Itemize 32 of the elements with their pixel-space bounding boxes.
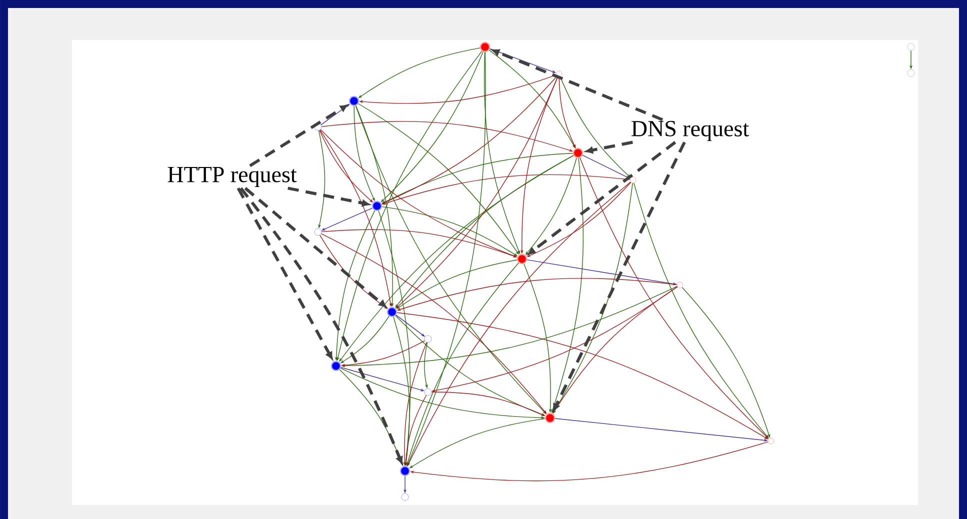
graph-node [386, 306, 398, 318]
legend-node [907, 43, 915, 51]
graph-node [400, 466, 410, 476]
graph-node [424, 335, 432, 343]
graph-node [424, 388, 432, 396]
request-label: HTTP request [168, 167, 297, 187]
graph-node [768, 438, 774, 444]
graph-node [401, 493, 409, 501]
graph-node [516, 254, 528, 264]
dashed-arrow [528, 141, 676, 255]
dashed-arrow [492, 49, 664, 122]
dashed-arrow [552, 142, 686, 411]
edge-arrow [395, 155, 574, 308]
dashed-arrow [586, 140, 633, 154]
request-label: DNS request [632, 120, 749, 142]
graph-node [676, 282, 684, 288]
graph-node [314, 228, 322, 236]
graph-node [480, 42, 490, 52]
legend-node [907, 69, 915, 77]
graph-node [630, 176, 636, 184]
graph-node [330, 360, 342, 372]
graph-node [572, 148, 584, 158]
dashed-arrow [236, 187, 333, 360]
graph-node [314, 123, 322, 131]
graph-node [348, 96, 360, 106]
dashed-arrow [240, 187, 403, 464]
graph-node [556, 70, 562, 78]
dashed-arrow [288, 186, 370, 206]
graph-node [544, 412, 556, 424]
dashed-arrow [244, 187, 386, 308]
dashed-arrow [249, 104, 348, 168]
graph-node [372, 200, 382, 212]
